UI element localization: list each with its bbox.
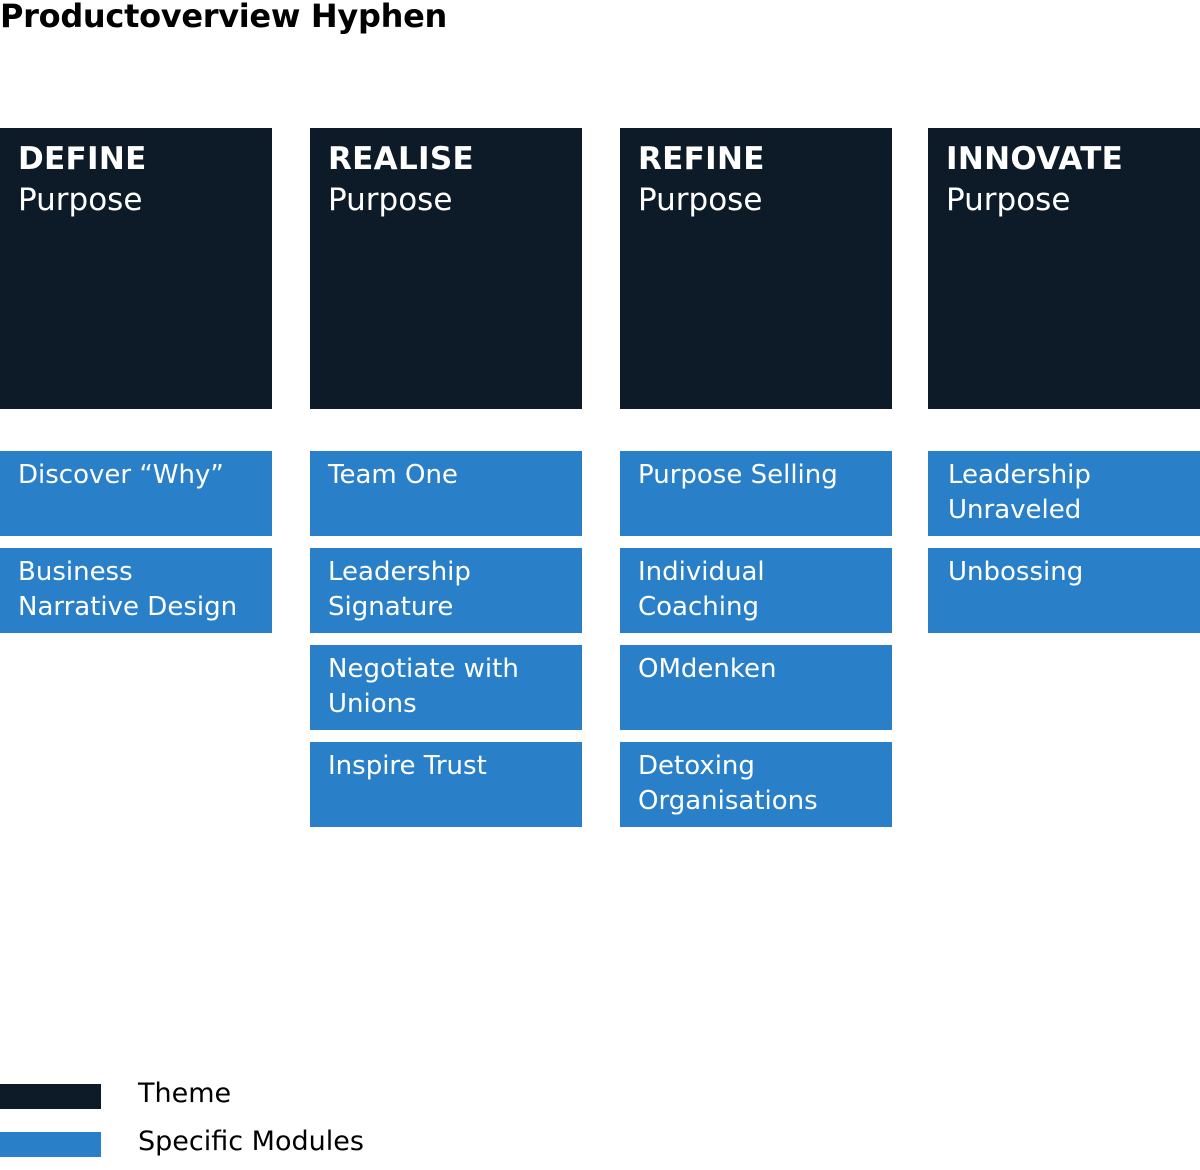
- theme-subtitle: Purpose: [328, 182, 453, 218]
- module-box: Inspire Trust: [310, 742, 582, 827]
- theme-box-innovate: INNOVATE Purpose: [928, 128, 1200, 409]
- module-box: Discover “Why”: [0, 451, 272, 536]
- theme-subtitle: Purpose: [638, 182, 763, 218]
- module-box: Detoxing Organisations: [620, 742, 892, 827]
- legend-swatch-theme: [0, 1084, 101, 1109]
- theme-name: INNOVATE: [946, 141, 1124, 177]
- theme-subtitle: Purpose: [946, 182, 1071, 218]
- legend-swatch-modules: [0, 1132, 101, 1157]
- module-box: Individual Coaching: [620, 548, 892, 633]
- module-box: Team One: [310, 451, 582, 536]
- column-define: DEFINE Purpose Discover “Why” Business N…: [0, 128, 272, 645]
- module-box: Business Narrative Design: [0, 548, 272, 633]
- theme-box-define: DEFINE Purpose: [0, 128, 272, 409]
- module-list: Discover “Why” Business Narrative Design: [0, 451, 272, 633]
- module-list: Leadership Unraveled Unbossing: [928, 451, 1200, 633]
- module-list: Purpose Selling Individual Coaching OMde…: [620, 451, 892, 827]
- module-box: Negotiate with Unions: [310, 645, 582, 730]
- page-title: Productoverview Hyphen: [0, 0, 447, 35]
- column-realise: REALISE Purpose Team One Leadership Sign…: [310, 128, 582, 839]
- column-innovate: INNOVATE Purpose Leadership Unraveled Un…: [928, 128, 1200, 645]
- module-box: OMdenken: [620, 645, 892, 730]
- theme-name: REFINE: [638, 141, 765, 177]
- theme-name: REALISE: [328, 141, 474, 177]
- theme-name: DEFINE: [18, 141, 147, 177]
- theme-subtitle: Purpose: [18, 182, 143, 218]
- legend-label: Specific Modules: [138, 1126, 364, 1157]
- theme-box-realise: REALISE Purpose: [310, 128, 582, 409]
- legend-label: Theme: [138, 1078, 232, 1109]
- theme-box-refine: REFINE Purpose: [620, 128, 892, 409]
- module-box: Leadership Unraveled: [928, 451, 1200, 536]
- module-box: Leadership Signature: [310, 548, 582, 633]
- module-box: Purpose Selling: [620, 451, 892, 536]
- module-list: Team One Leadership Signature Negotiate …: [310, 451, 582, 827]
- column-refine: REFINE Purpose Purpose Selling Individua…: [620, 128, 892, 839]
- module-box: Unbossing: [928, 548, 1200, 633]
